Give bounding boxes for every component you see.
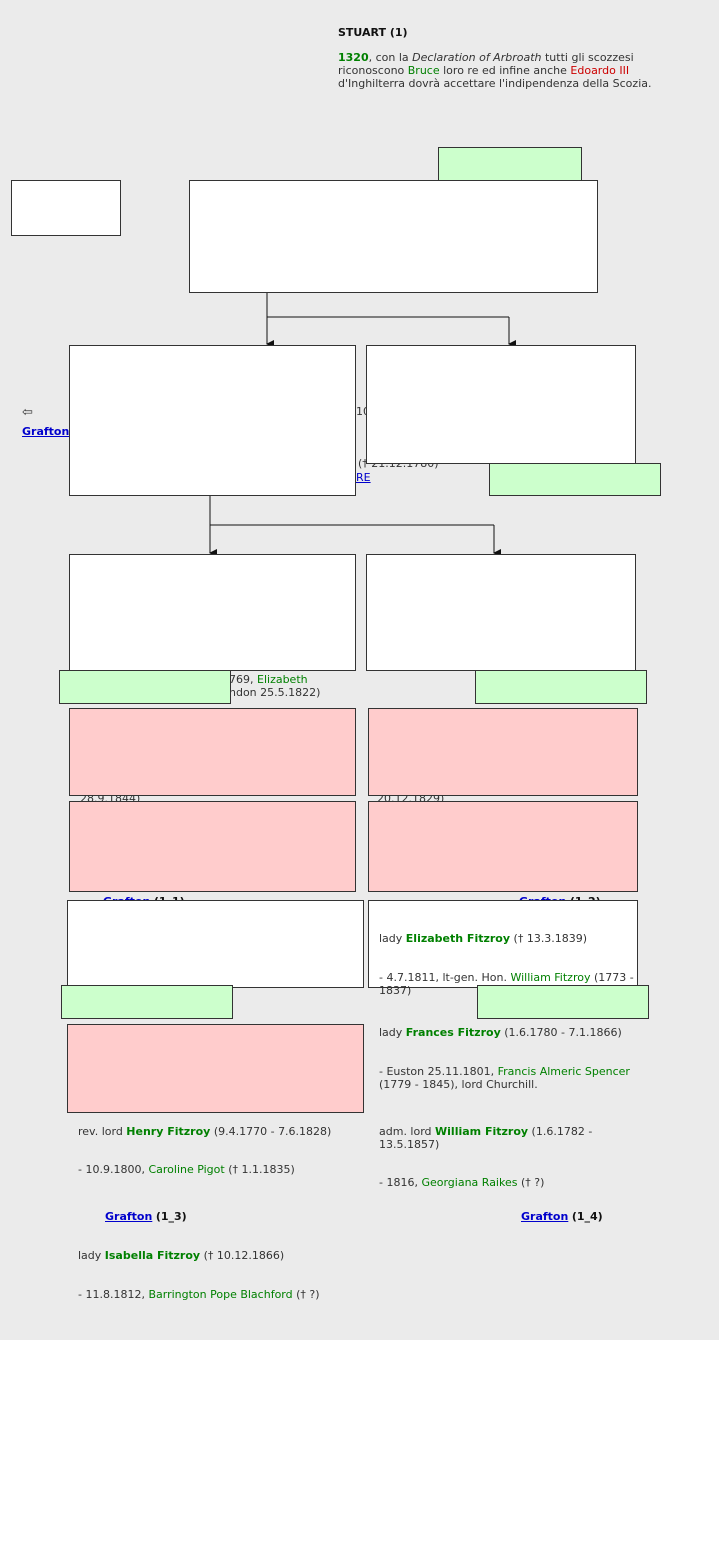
blank-box: [11, 180, 121, 236]
partial-text: 769, Elizabeth: [229, 673, 308, 686]
edoardo-link[interactable]: Edoardo III: [570, 64, 630, 77]
highlight-box: [489, 463, 661, 496]
title-prefix: lady: [379, 1026, 406, 1039]
marriage-isabella: - 11.8.1812, Barrington Pope Blachford (…: [78, 1288, 320, 1301]
marriage-elizabeth: - 4.7.1811, lt-gen. Hon. William Fitzroy…: [379, 971, 637, 997]
person-name-link[interactable]: Elizabeth Fitzroy: [405, 932, 511, 945]
person-elizabeth: lady Elizabeth Fitzroy († 13.3.1839): [379, 932, 587, 945]
person-henry: rev. lord Henry Fitzroy (9.4.1770 - 7.6.…: [78, 1125, 331, 1138]
spouse-link[interactable]: Georgiana Raikes: [421, 1176, 518, 1189]
blank-box: [67, 900, 364, 988]
pink-box: [368, 708, 638, 796]
pink-box: [69, 801, 356, 892]
header-text: loro re ed infine anche: [439, 64, 571, 77]
grafton-link[interactable]: Grafton: [521, 1210, 569, 1223]
partial-link[interactable]: RE: [356, 471, 371, 484]
person-name-link[interactable]: Henry Fitzroy: [126, 1125, 211, 1138]
title-prefix: adm. lord: [379, 1125, 436, 1138]
header-year: 1320: [338, 51, 369, 64]
highlight-box: [438, 147, 582, 181]
partial-text: ndon 25.5.1822): [229, 686, 321, 699]
highlight-box: [475, 670, 647, 704]
person-frances: lady Frances Fitzroy (1.6.1780 - 7.1.186…: [379, 1026, 622, 1039]
marriage-frances: - Euston 25.11.1801, Francis Almeric Spe…: [379, 1065, 637, 1091]
pink-box: [69, 708, 356, 796]
marriage-text: († ?): [292, 1288, 320, 1301]
title-prefix: lady: [379, 932, 406, 945]
pink-box: [368, 801, 638, 892]
header-text: tutti gli scozzesi: [541, 51, 634, 64]
highlight-box: [61, 985, 233, 1019]
marriage-text: (1779 - 1845), lord Churchill.: [379, 1078, 538, 1091]
person-dates: († 10.12.1866): [200, 1249, 285, 1262]
spouse-link[interactable]: Caroline Pigot: [148, 1163, 225, 1176]
person-name-link[interactable]: William Fitzroy: [435, 1125, 529, 1138]
pink-box: [67, 1024, 364, 1113]
marriage-text: (1773 - 1837): [379, 971, 634, 997]
header-text: riconoscono: [338, 64, 408, 77]
person-isabella: lady Isabella Fitzroy († 10.12.1866): [78, 1249, 284, 1262]
child-box-left: [69, 345, 356, 496]
grafton-link[interactable]: Grafton: [105, 1210, 153, 1223]
header-text: , con la: [368, 51, 413, 64]
page-title: STUART (1): [338, 26, 408, 39]
title-prefix: rev. lord: [78, 1125, 127, 1138]
person-name-link[interactable]: Frances Fitzroy: [405, 1026, 501, 1039]
ref-1-3: Grafton (1_3): [105, 1210, 187, 1223]
ref-code: (1_3): [155, 1210, 187, 1223]
header-line-1: 1320, con la Declaration of Arbroath tut…: [338, 51, 634, 64]
marriage-william: - 1816, Georgiana Raikes († ?): [379, 1176, 544, 1189]
person-name-link[interactable]: Isabella Fitzroy: [104, 1249, 201, 1262]
grandchild-box-right: [366, 554, 636, 671]
partial-text: 769,: [229, 673, 257, 686]
marriage-text: - 1816,: [379, 1176, 422, 1189]
parent-box: [189, 180, 598, 293]
marriage-henry: - 10.9.1800, Caroline Pigot († 1.1.1835): [78, 1163, 295, 1176]
highlight-box: [59, 670, 231, 704]
grafton-nav-link[interactable]: Grafton: [22, 425, 70, 438]
highlight-box: [477, 985, 649, 1019]
marriage-text: († ?): [517, 1176, 545, 1189]
partial-spouse-link[interactable]: Elizabeth: [257, 673, 308, 686]
marriage-text: - Euston 25.11.1801,: [379, 1065, 498, 1078]
back-arrow-icon[interactable]: ⇦: [22, 405, 33, 420]
marriage-text: - 11.8.1812,: [78, 1288, 149, 1301]
marriage-text: - 4.7.1811, lt-gen. Hon.: [379, 971, 511, 984]
person-dates: (1.6.1780 - 7.1.1866): [500, 1026, 622, 1039]
marriage-text: († 1.1.1835): [224, 1163, 295, 1176]
spouse-link[interactable]: Francis Almeric Spencer: [497, 1065, 630, 1078]
person-dates: (9.4.1770 - 7.6.1828): [210, 1125, 332, 1138]
person-dates: (1.6.1782 - 13.5.1857): [379, 1125, 593, 1151]
marriage-text: - 10.9.1800,: [78, 1163, 149, 1176]
connector-lines: [209, 292, 516, 557]
spouse-link[interactable]: William Fitzroy: [510, 971, 591, 984]
diagram-canvas: STUART (1) 1320, con la Declaration of A…: [0, 0, 719, 1340]
header-line-3: d'Inghilterra dovrà accettare l'indipend…: [338, 77, 652, 90]
grandchild-box-left: [69, 554, 356, 671]
declaration-title: Declaration of Arbroath: [412, 51, 542, 64]
spouse-link[interactable]: Barrington Pope Blachford: [148, 1288, 293, 1301]
child-box-right: [366, 345, 636, 464]
bruce-link[interactable]: Bruce: [407, 64, 440, 77]
person-box-elizabeth: [368, 900, 638, 988]
header-line-2: riconoscono Bruce loro re ed infine anch…: [338, 64, 629, 77]
title-prefix: lady: [78, 1249, 105, 1262]
ref-1-4: Grafton (1_4): [521, 1210, 603, 1223]
ref-code: (1_4): [571, 1210, 603, 1223]
person-william: adm. lord William Fitzroy (1.6.1782 - 13…: [379, 1125, 624, 1151]
person-dates: († 13.3.1839): [510, 932, 588, 945]
